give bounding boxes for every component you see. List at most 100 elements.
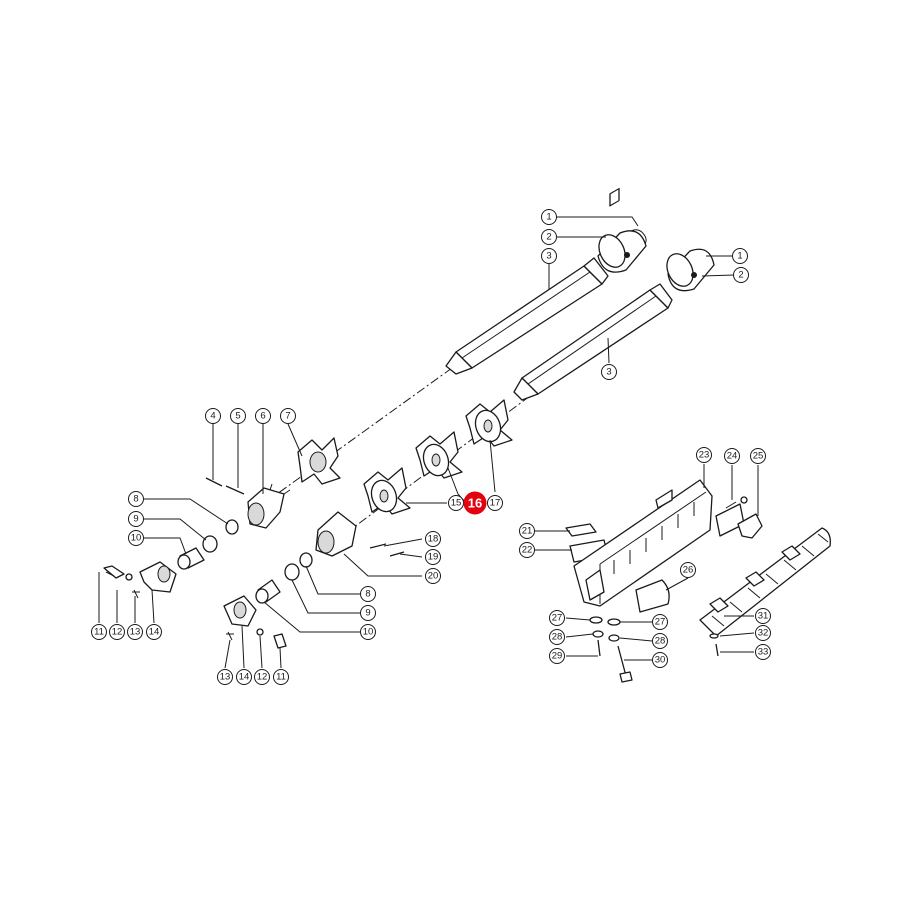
callout-23[interactable]: 23 [696,447,712,463]
svg-text:17: 17 [490,498,501,509]
callout-1[interactable]: 1 [541,209,557,225]
callout-4[interactable]: 4 [205,408,221,424]
svg-text:3: 3 [546,251,551,262]
callout-31[interactable]: 31 [755,608,771,624]
washer-small-part [256,628,264,636]
callout-25[interactable]: 25 [750,448,766,464]
callout-16-highlighted[interactable]: 16 [463,491,487,515]
bearing-housing-part [315,511,357,557]
callout-24[interactable]: 24 [724,448,740,464]
pin-part [205,477,223,487]
callout-27[interactable]: 27 [652,614,668,630]
long-bolt-part [617,645,633,683]
callout-3[interactable]: 3 [541,248,557,264]
svg-text:13: 13 [220,672,231,683]
callout-13[interactable]: 13 [217,669,233,685]
svg-text:33: 33 [758,647,769,658]
mounting-rail-part [573,187,713,607]
callout-6[interactable]: 6 [255,408,271,424]
callout-9[interactable]: 9 [360,605,376,621]
callout-21[interactable]: 21 [519,523,535,539]
callout-18[interactable]: 18 [425,531,441,547]
lower-shaft-assembly [223,248,715,649]
callout-15[interactable]: 15 [448,495,464,511]
svg-text:27: 27 [655,617,666,628]
svg-text:32: 32 [758,628,769,639]
pin-part [225,485,245,495]
rotor-part [415,431,463,479]
svg-text:28: 28 [655,636,666,647]
callout-5[interactable]: 5 [230,408,246,424]
svg-text:2: 2 [738,270,743,281]
svg-text:21: 21 [522,526,533,537]
callout-11[interactable]: 11 [91,624,107,640]
callout-12[interactable]: 12 [109,624,125,640]
lock-washer-part [592,630,604,638]
svg-text:11: 11 [94,627,104,638]
svg-text:3: 3 [606,367,611,378]
callout-8[interactable]: 8 [128,491,144,507]
callout-9[interactable]: 9 [128,511,144,527]
callout-2[interactable]: 2 [733,267,749,283]
svg-text:19: 19 [428,552,439,563]
svg-text:7: 7 [285,411,290,422]
svg-text:1: 1 [737,251,742,262]
svg-text:14: 14 [239,672,250,683]
svg-text:6: 6 [260,411,265,422]
svg-text:2: 2 [546,232,551,243]
callout-27[interactable]: 27 [549,610,565,626]
callout-26[interactable]: 26 [680,562,696,578]
washer-part [607,618,621,626]
callout-22[interactable]: 22 [519,542,535,558]
washer-part [284,563,300,581]
callout-11[interactable]: 11 [273,669,289,685]
callout-10[interactable]: 10 [128,530,144,546]
callout-3[interactable]: 3 [601,364,617,380]
callout-1[interactable]: 1 [732,248,748,264]
end-housing-part [223,595,257,627]
callout-14[interactable]: 14 [236,669,252,685]
callout-10[interactable]: 10 [360,624,376,640]
callout-30[interactable]: 30 [652,652,668,668]
callout-12[interactable]: 12 [254,669,270,685]
svg-text:12: 12 [112,627,123,638]
callout-2[interactable]: 2 [541,229,557,245]
svg-text:8: 8 [133,494,138,505]
sleeve-part [255,579,281,604]
svg-text:15: 15 [451,498,462,509]
callout-28[interactable]: 28 [652,633,668,649]
svg-text:18: 18 [428,534,439,545]
svg-text:8: 8 [365,589,370,600]
callout-8[interactable]: 8 [360,586,376,602]
svg-text:9: 9 [365,608,370,619]
lock-washer-part [608,634,620,642]
callout-29[interactable]: 29 [549,648,565,664]
callout-20[interactable]: 20 [425,568,441,584]
screw-part [132,589,140,599]
svg-text:22: 22 [522,545,533,556]
rotor-part [465,399,513,447]
sleeve-part [177,547,205,570]
svg-text:10: 10 [363,627,374,638]
callout-13[interactable]: 13 [127,624,143,640]
callout-33[interactable]: 33 [755,644,771,660]
bolt-part [597,639,601,657]
callout-19[interactable]: 19 [425,549,441,565]
callout-32[interactable]: 32 [755,625,771,641]
washer-part [709,633,719,639]
svg-text:5: 5 [235,411,240,422]
callout-28[interactable]: 28 [549,629,565,645]
collar-part [597,230,647,273]
bolt-part [273,633,287,649]
washer-small-part [125,573,133,581]
svg-text:24: 24 [727,451,738,462]
callout-17[interactable]: 17 [487,495,503,511]
washer-part [589,616,603,624]
svg-text:1: 1 [546,212,551,223]
callout-7[interactable]: 7 [280,408,296,424]
callout-14[interactable]: 14 [146,624,162,640]
svg-text:9: 9 [133,514,138,525]
upper-axis-line [251,367,453,513]
guard-strip-part [699,527,831,637]
